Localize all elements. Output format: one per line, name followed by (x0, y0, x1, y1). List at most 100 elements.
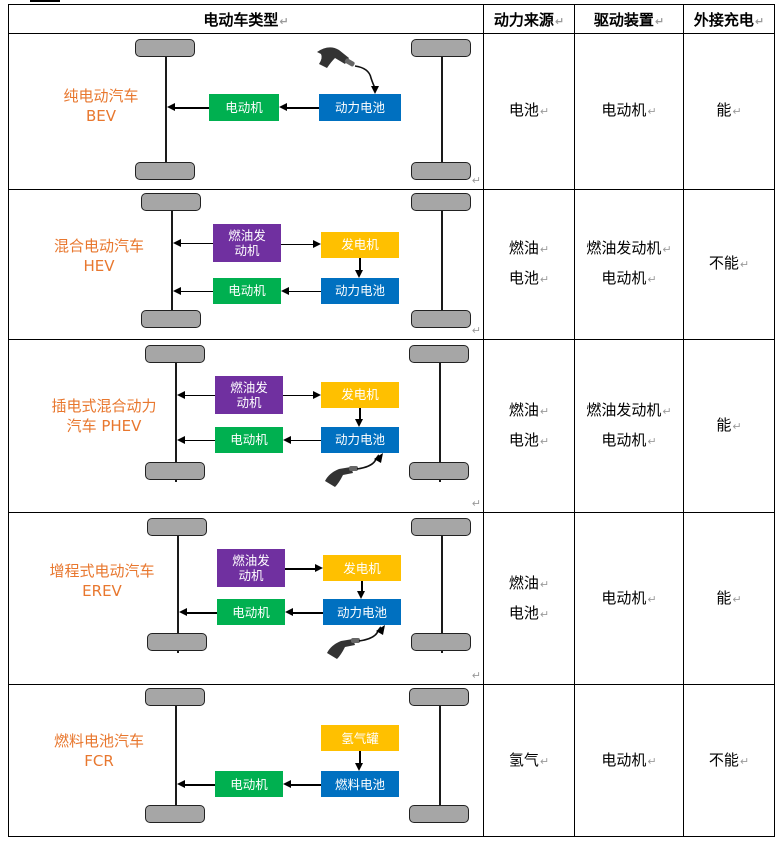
charging-hev: 不能↵ (683, 188, 775, 340)
front-right-wheel (147, 633, 207, 652)
power-source-phev: 燃油↵电池↵ (483, 338, 575, 514)
rear-axle (439, 697, 441, 820)
vehicle-name-phev: 插电式混合动力汽车 PHEV (51, 396, 157, 435)
header-power-source: 动力来源↵ (483, 4, 575, 34)
drive-erev: 电动机↵ (574, 512, 684, 686)
front-right-wheel (145, 461, 205, 480)
drive-fcr: 电动机↵ (574, 684, 684, 837)
power-source-bev: 电池↵ (483, 33, 575, 190)
rear-axle (441, 527, 443, 654)
charging-fcr: 不能↵ (683, 684, 775, 837)
power-source-fcr: 氢气↵ (483, 684, 575, 837)
rear-left-wheel (409, 344, 469, 363)
arrow-generator-to-battery (355, 407, 363, 427)
charger-plug-icon (317, 47, 379, 94)
motor-box: 电动机 (213, 277, 281, 304)
arrow-battery-to-motor (281, 287, 321, 294)
header-row: 电动车类型↵ 动力来源↵ 驱动装置↵ 外接充电↵ (8, 4, 775, 34)
top-border-fragment (30, 0, 60, 2)
charging-erev: 能↵ (683, 512, 775, 686)
rear-right-wheel (409, 461, 469, 480)
paragraph-mark: ↵ (471, 669, 481, 683)
battery-box: 动力电池 (323, 599, 401, 626)
rear-right-wheel (409, 805, 469, 824)
rear-left-wheel (409, 688, 469, 707)
front-left-wheel (135, 39, 195, 57)
engine-box: 燃油发动机 (215, 375, 283, 414)
arrow-tank-to-fuel-cell (355, 751, 363, 772)
arrow-engine-to-axle (177, 391, 215, 398)
arrow-engine-to-generator (281, 240, 321, 247)
arrow-engine-to-axle (173, 239, 213, 246)
motor-box: 电动机 (215, 771, 283, 798)
motor-box: 电动机 (217, 599, 285, 626)
rear-left-wheel (411, 518, 471, 537)
charging-phev: 能↵ (683, 338, 775, 514)
arrow-battery-to-motor (279, 103, 319, 111)
battery-box: 动力电池 (321, 426, 399, 453)
rear-left-wheel (411, 39, 471, 57)
arrow-generator-to-battery (355, 257, 363, 278)
rear-axle (441, 201, 443, 324)
front-axle (175, 697, 177, 820)
generator-box: 发电机 (323, 555, 401, 582)
charger-plug-icon (327, 625, 385, 660)
front-left-wheel (147, 518, 207, 537)
front-axle (177, 527, 179, 654)
arrow-fuel-cell-to-motor (283, 781, 321, 788)
rear-right-wheel (411, 162, 471, 180)
paragraph-mark: ↵ (471, 173, 481, 187)
power-source-erev: 燃油↵电池↵ (483, 512, 575, 686)
hydrogen-tank-box: 氢气罐 (321, 725, 399, 752)
charging-bev: 能↵ (683, 33, 775, 190)
rear-right-wheel (411, 309, 471, 328)
rear-left-wheel (411, 192, 471, 211)
charger-plug-icon (325, 452, 383, 487)
front-axle (175, 353, 177, 482)
front-right-wheel (141, 309, 201, 328)
front-left-wheel (145, 688, 205, 707)
engine-box: 燃油发动机 (217, 549, 285, 588)
arrow-battery-to-motor (283, 436, 321, 443)
generator-box: 发电机 (321, 381, 399, 408)
battery-box: 动力电池 (321, 277, 399, 304)
front-right-wheel (145, 805, 205, 824)
front-left-wheel (145, 344, 205, 363)
arrow-motor-to-axle (167, 103, 209, 111)
engine-box: 燃油发动机 (213, 223, 281, 262)
drive-hev: 燃油发动机↵电动机↵ (574, 188, 684, 340)
arrow-motor-to-axle (177, 781, 215, 788)
diagram-phev: 插电式混合动力汽车 PHEV 燃油发动机 发电机 电动机 动力电池 (8, 338, 484, 514)
generator-box: 发电机 (321, 231, 399, 258)
header-drive: 驱动装置↵ (574, 4, 684, 34)
motor-box: 电动机 (215, 426, 283, 453)
rear-right-wheel (411, 633, 471, 652)
battery-box: 动力电池 (319, 94, 401, 121)
table-row-phev: 插电式混合动力汽车 PHEV 燃油发动机 发电机 电动机 动力电池 (8, 338, 775, 514)
header-charging: 外接充电↵ (683, 4, 775, 34)
arrow-generator-to-battery (357, 581, 365, 600)
front-left-wheel (141, 192, 201, 211)
drive-bev: 电动机↵ (574, 33, 684, 190)
drive-phev: 燃油发动机↵电动机↵ (574, 338, 684, 514)
arrow-motor-to-axle (177, 436, 215, 443)
header-type: 电动车类型↵ (8, 4, 484, 34)
power-source-hev: 燃油↵电池↵ (483, 188, 575, 340)
paragraph-mark: ↵ (471, 323, 481, 337)
rear-axle (439, 353, 441, 482)
arrow-motor-to-axle (173, 287, 213, 294)
rear-axle (441, 48, 443, 174)
